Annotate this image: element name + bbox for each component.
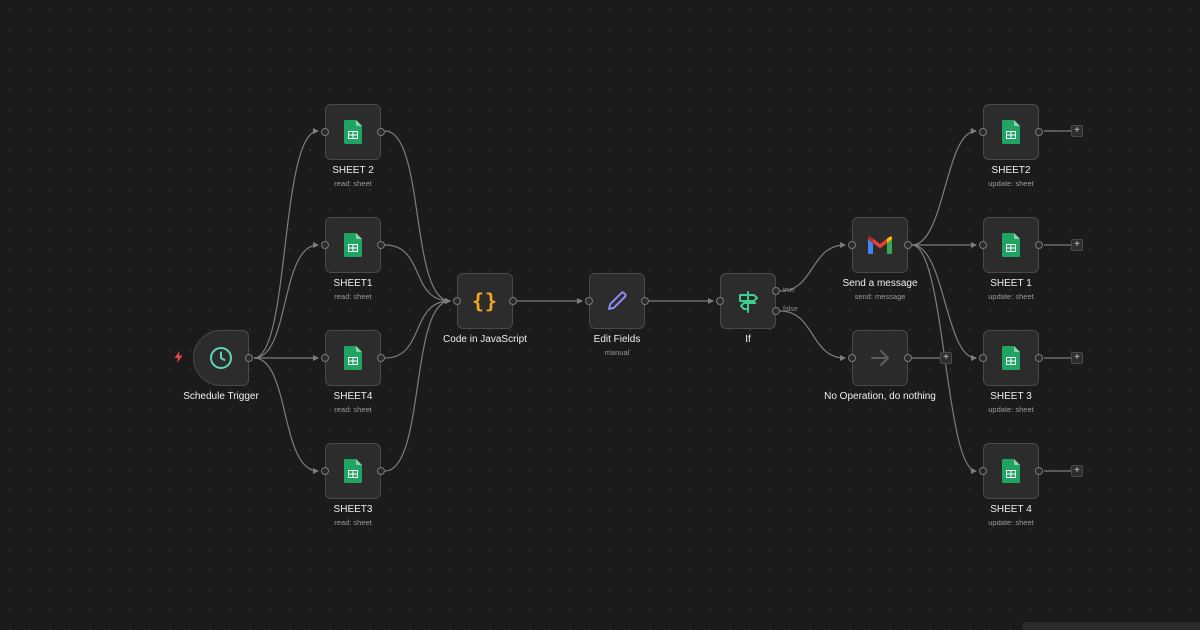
input-port[interactable]	[979, 128, 987, 136]
output-port[interactable]	[1035, 128, 1043, 136]
input-port[interactable]	[321, 467, 329, 475]
sheet-read-subtitle: read: sheet	[334, 292, 372, 301]
signpost-icon	[739, 291, 758, 313]
output-port[interactable]	[641, 297, 649, 305]
sheet-read-label: SHEET1	[333, 278, 373, 289]
google-sheets-icon	[344, 459, 362, 483]
output-port[interactable]	[904, 241, 912, 249]
add-node-button[interactable]: +	[1071, 239, 1083, 251]
input-port[interactable]	[716, 297, 724, 305]
edit-fields-label: Edit Fields	[593, 334, 641, 345]
output-port[interactable]	[377, 354, 385, 362]
sheet-read-node-4[interactable]	[321, 330, 385, 386]
if-node-label: If	[745, 334, 751, 345]
add-node-button[interactable]: +	[1071, 352, 1083, 364]
code-node-label: Code in JavaScript	[443, 334, 527, 345]
arrow-right-icon	[871, 350, 889, 366]
input-port[interactable]	[321, 354, 329, 362]
input-port[interactable]	[848, 241, 856, 249]
clock-icon	[210, 347, 232, 369]
sheet-read-node-2[interactable]	[321, 104, 385, 160]
true-branch-label: true	[783, 287, 796, 294]
edit-fields-subtitle: manual	[604, 348, 630, 357]
sheet-update-subtitle: update: sheet	[988, 518, 1034, 527]
google-sheets-icon	[344, 346, 362, 370]
add-node-button[interactable]: +	[1071, 465, 1083, 477]
google-sheets-icon	[1002, 120, 1020, 144]
sheet-update-node-1[interactable]	[979, 217, 1043, 273]
sheet-read-label: SHEET 2	[332, 165, 374, 176]
trigger-bolt-icon	[174, 351, 183, 363]
input-port[interactable]	[321, 241, 329, 249]
output-port[interactable]	[377, 128, 385, 136]
no-operation-node[interactable]	[848, 330, 912, 386]
output-port[interactable]	[377, 241, 385, 249]
schedule-trigger-label: Schedule Trigger	[183, 391, 259, 402]
if-node[interactable]	[716, 273, 780, 329]
input-port[interactable]	[979, 467, 987, 475]
gmail-node[interactable]	[848, 217, 912, 273]
output-port[interactable]	[1035, 354, 1043, 362]
sheet-read-node-1[interactable]	[321, 217, 385, 273]
input-port[interactable]	[321, 128, 329, 136]
add-node-button[interactable]: +	[1071, 125, 1083, 137]
add-node-button[interactable]: +	[940, 352, 952, 364]
edge-sheet2-code	[384, 130, 451, 304]
canvas-scrollbar[interactable]	[1022, 622, 1200, 630]
sheet-update-label: SHEET 1	[990, 278, 1032, 289]
sheet-update-subtitle: update: sheet	[988, 292, 1034, 301]
code-braces-icon: {}	[471, 289, 499, 313]
google-sheets-icon	[1002, 233, 1020, 257]
gmail-node-subtitle: send: message	[854, 292, 906, 301]
sheet-update-node-4[interactable]	[979, 443, 1043, 499]
output-port[interactable]	[245, 354, 253, 362]
input-port[interactable]	[848, 354, 856, 362]
edge-sheet3-code	[384, 298, 451, 472]
sheet-read-label: SHEET4	[333, 391, 373, 402]
sheet-update-subtitle: update: sheet	[988, 179, 1034, 188]
sheet-read-subtitle: read: sheet	[334, 179, 372, 188]
sheet-read-subtitle: read: sheet	[334, 518, 372, 527]
edge-sheet4-code	[384, 298, 451, 359]
sheet-update-node-3[interactable]	[979, 330, 1043, 386]
sheet-update-subtitle: update: sheet	[988, 405, 1034, 414]
sheet-update-label: SHEET 3	[990, 391, 1032, 402]
no-operation-label: No Operation, do nothing	[824, 391, 936, 402]
input-port[interactable]	[453, 297, 461, 305]
sheet-update-label: SHEET2	[991, 165, 1031, 176]
true-output-port[interactable]	[772, 287, 780, 295]
sheet-read-node-3[interactable]	[321, 443, 385, 499]
google-sheets-icon	[344, 120, 362, 144]
output-port[interactable]	[509, 297, 517, 305]
output-port[interactable]	[1035, 241, 1043, 249]
output-port[interactable]	[377, 467, 385, 475]
output-port[interactable]	[904, 354, 912, 362]
false-branch-label: false	[783, 306, 798, 313]
pencil-icon	[608, 291, 627, 310]
false-output-port[interactable]	[772, 307, 780, 315]
google-sheets-icon	[1002, 346, 1020, 370]
sheet-update-label: SHEET 4	[990, 504, 1032, 515]
sheet-read-label: SHEET3	[333, 504, 373, 515]
input-port[interactable]	[585, 297, 593, 305]
sheet-read-subtitle: read: sheet	[334, 405, 372, 414]
edit-fields-node[interactable]	[585, 273, 649, 329]
google-sheets-icon	[1002, 459, 1020, 483]
gmail-icon	[868, 236, 892, 254]
gmail-node-label: Send a message	[842, 278, 918, 289]
code-node[interactable]: {}	[453, 273, 517, 329]
input-port[interactable]	[979, 354, 987, 362]
schedule-trigger-node[interactable]	[193, 330, 253, 386]
google-sheets-icon	[344, 233, 362, 257]
input-port[interactable]	[979, 241, 987, 249]
sheet-update-node-2[interactable]	[979, 104, 1043, 160]
output-port[interactable]	[1035, 467, 1043, 475]
